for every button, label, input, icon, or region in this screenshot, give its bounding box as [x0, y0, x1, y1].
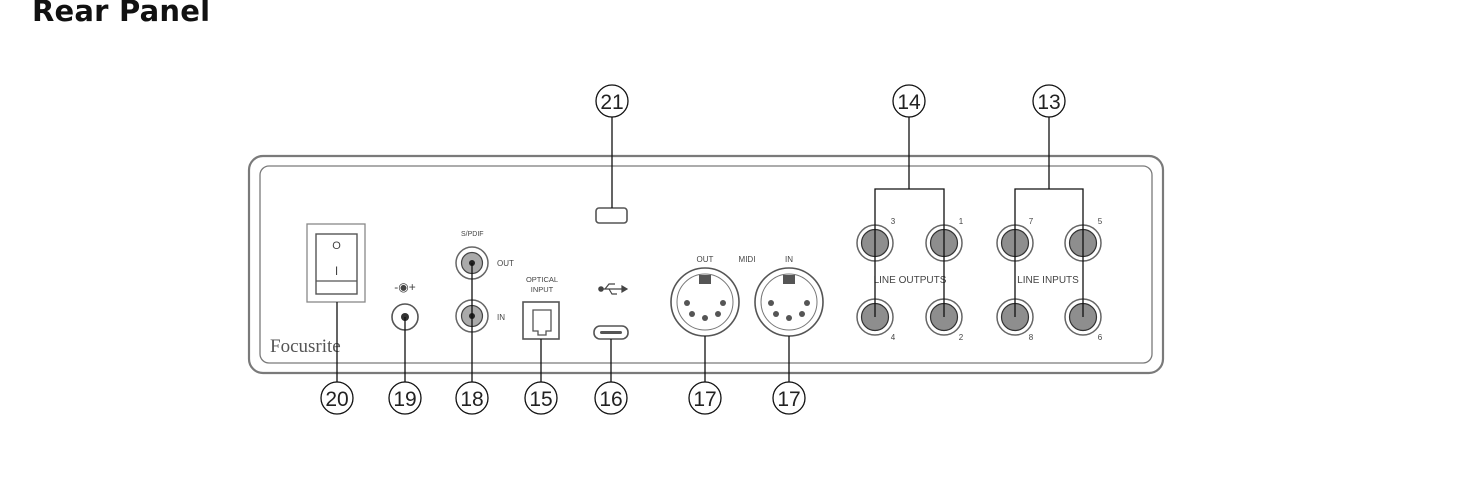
callout-number: 17: [777, 388, 800, 411]
spdif-out-label: OUT: [497, 259, 514, 268]
line-input-number: 5: [1098, 217, 1103, 226]
callout-number: 21: [600, 91, 623, 114]
optical-input[interactable]: OPTICAL INPUT: [522, 275, 560, 340]
page-title: Rear Panel: [32, 0, 211, 28]
line-inputs-label: LINE INPUTS: [1017, 275, 1079, 286]
optical-label-line2: INPUT: [531, 285, 554, 294]
power-switch[interactable]: O I: [306, 223, 366, 303]
usb-icon: [598, 283, 629, 295]
line-input-number: 6: [1098, 333, 1103, 342]
callout-number: 20: [325, 388, 348, 411]
power-on-symbol: I: [335, 264, 338, 278]
callout-number: 13: [1037, 91, 1060, 114]
dc-polarity-symbol: -◉+: [394, 280, 415, 294]
callout-14: 14: [892, 84, 926, 118]
callout-20: 20: [320, 381, 354, 415]
callout-17-midi-in: 17: [772, 381, 806, 415]
callout-19: 19: [388, 381, 422, 415]
callout-number: 15: [529, 388, 552, 411]
callout-number: 14: [897, 91, 921, 114]
kensington-lock-slot[interactable]: [595, 207, 628, 224]
line-input-number: 7: [1029, 217, 1034, 226]
panel-body: [247, 154, 1165, 375]
callout-number: 18: [460, 388, 483, 411]
brand-logo: Focusrite: [270, 336, 341, 357]
midi-in-label: IN: [785, 255, 793, 264]
spdif-connectors[interactable]: S/PDIF OUT IN: [455, 231, 514, 333]
callout-number: 16: [599, 388, 622, 411]
callout-leader-lines: [336, 117, 1084, 382]
callout-18: 18: [455, 381, 489, 415]
midi-label: MIDI: [739, 255, 756, 264]
usb-port[interactable]: [593, 283, 629, 340]
line-output-number: 4: [891, 333, 896, 342]
callout-21: 21: [595, 84, 629, 118]
optical-label-line1: OPTICAL: [526, 275, 558, 284]
callout-number: 19: [393, 388, 416, 411]
line-outputs-label: LINE OUTPUTS: [874, 275, 947, 286]
line-output-number: 2: [959, 333, 964, 342]
callout-15: 15: [524, 381, 558, 415]
line-inputs: LINE INPUTS 7 5 8 6: [996, 217, 1103, 342]
spdif-label: S/PDIF: [461, 231, 484, 238]
power-off-symbol: O: [332, 240, 341, 252]
midi-out-port[interactable]: OUT: [670, 255, 740, 337]
line-input-number: 8: [1029, 333, 1034, 342]
callout-17-midi-out: 17: [688, 381, 722, 415]
line-outputs: LINE OUTPUTS 3 1 4 2: [856, 217, 964, 342]
line-output-number: 1: [959, 217, 964, 226]
line-output-number: 3: [891, 217, 896, 226]
midi-out-label: OUT: [697, 255, 714, 264]
callout-16: 16: [594, 381, 628, 415]
midi-in-port[interactable]: IN: [754, 255, 824, 337]
callout-number: 17: [693, 388, 716, 411]
callout-13: 13: [1032, 84, 1066, 118]
spdif-in-label: IN: [497, 313, 505, 322]
